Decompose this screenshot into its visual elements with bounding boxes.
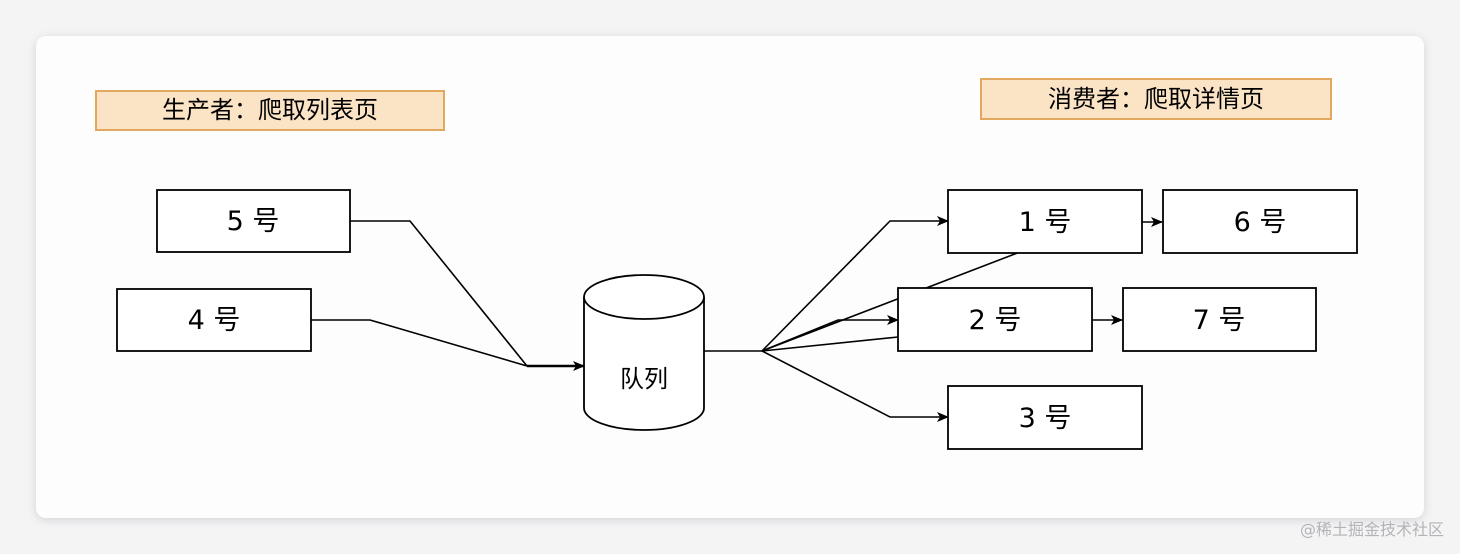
producer-title-text: 生产者：爬取列表页 xyxy=(162,96,378,124)
connector-queue-to-1-bottom xyxy=(761,251,1021,352)
consumer-box-label: 3 号 xyxy=(1019,403,1072,434)
followup-box-6: 6 号 xyxy=(1162,189,1358,254)
consumer-box-1: 1 号 xyxy=(947,189,1143,254)
consumer-title-text: 消费者：爬取详情页 xyxy=(1048,85,1264,113)
producer-box-5: 5 号 xyxy=(156,189,351,253)
consumer-box-label: 2 号 xyxy=(969,305,1022,336)
arrow-to-consumer-3 xyxy=(761,350,949,422)
watermark: @稀土掘金技术社区 xyxy=(1299,520,1444,539)
producer-title: 生产者：爬取列表页 xyxy=(95,90,445,131)
consumer-box-label: 1 号 xyxy=(1019,207,1072,238)
connector-queue-to-2-lower xyxy=(761,336,899,352)
producer-box-label: 5 号 xyxy=(227,206,280,237)
consumer-title: 消费者：爬取详情页 xyxy=(980,78,1332,120)
producer-box-4: 4 号 xyxy=(116,288,312,352)
followup-box-7: 7 号 xyxy=(1122,287,1317,352)
followup-box-label: 6 号 xyxy=(1234,207,1287,238)
queue-cylinder: 队列 xyxy=(583,274,705,431)
arrow-to-consumer-1 xyxy=(761,216,949,352)
consumer-box-2: 2 号 xyxy=(897,287,1093,352)
consumer-box-3: 3 号 xyxy=(947,385,1143,450)
followup-box-label: 7 号 xyxy=(1193,305,1246,336)
producer-box-label: 4 号 xyxy=(188,305,241,336)
connector-4-to-queue xyxy=(311,319,528,367)
queue-label: 队列 xyxy=(620,365,668,393)
connector-5-to-queue xyxy=(350,220,528,367)
